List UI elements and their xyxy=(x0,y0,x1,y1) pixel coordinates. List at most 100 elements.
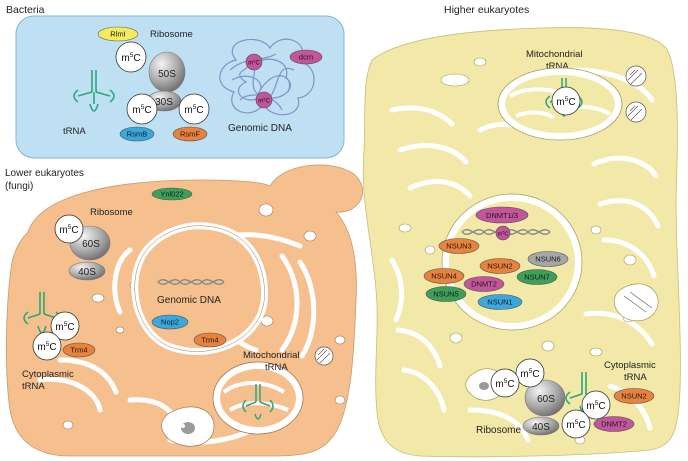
m5c-marker: m5C xyxy=(581,390,611,420)
enzyme-trm4-mito: Trm4 xyxy=(193,332,227,348)
m5c-marker: m5C xyxy=(551,86,581,116)
enzyme-nsun2-nuclear-label: NSUN2 xyxy=(487,262,512,271)
bacteria-50s-label: 50S xyxy=(158,69,176,80)
enzyme-nsun2-cyto: NSUN2 xyxy=(613,388,655,404)
enzyme-rsmf: RsmF xyxy=(172,126,208,142)
bacteria-ribosome-label: Ribosome xyxy=(150,29,193,40)
enzyme-nsun6-label: NSUN6 xyxy=(535,255,560,264)
enzyme-rsmf-label: RsmF xyxy=(180,130,200,139)
enzyme-rlmi: RlmI xyxy=(97,26,139,42)
m5c-marker: m5C xyxy=(126,93,158,125)
svg-text:m5C: m5C xyxy=(132,104,151,116)
m5c-marker: m5C xyxy=(495,225,511,241)
svg-text:m5C: m5C xyxy=(184,104,203,116)
higher-ribosome-label: Ribosome xyxy=(476,425,521,436)
svg-text:m5C: m5C xyxy=(520,368,539,380)
higher-title: Higher eukaryotes xyxy=(444,4,529,16)
m5c-marker: m5C xyxy=(54,214,84,244)
enzyme-dnmt2-cyto: DNMT2 xyxy=(593,416,635,432)
svg-text:m5C: m5C xyxy=(495,378,514,390)
bacteria-panel: Bacteria RlmI Ribosome 50S 30S m5C m5C m… xyxy=(6,4,345,159)
svg-text:m5C: m5C xyxy=(248,59,260,67)
enzyme-nsun6: NSUN6 xyxy=(527,251,569,267)
m5c-marker: m5C xyxy=(561,409,591,439)
lower-eukaryotes-panel: Lower eukaryotes (fungi) xyxy=(5,164,364,457)
enzyme-dnmt2-nuclear: DNMT2 xyxy=(463,276,505,292)
m5c-marker: m5C xyxy=(32,331,62,361)
svg-text:m5C: m5C xyxy=(55,321,74,333)
enzyme-dcm-label: dcm xyxy=(299,53,313,62)
higher-mito-trna-label-2: tRNA xyxy=(546,61,569,72)
fungi-ribosome-label: Ribosome xyxy=(90,207,133,218)
enzyme-nsun3-label: NSUN3 xyxy=(446,242,471,251)
enzyme-dnmt2-cyto-label: DNMT2 xyxy=(601,420,627,429)
svg-text:m5C: m5C xyxy=(498,230,509,238)
fungi-mito-trna-label-2: tRNA xyxy=(265,362,288,373)
enzyme-nsun7-label: NSUN7 xyxy=(524,273,549,282)
higher-cyto-trna-label-1: Cytoplasmic xyxy=(604,360,656,371)
fungi-60s-label: 60S xyxy=(82,239,100,250)
enzyme-nsun7: NSUN7 xyxy=(516,269,558,285)
svg-text:m5C: m5C xyxy=(566,419,585,431)
fungi-genomic-dna-label: Genomic DNA xyxy=(157,295,221,306)
higher-60s-label: 60S xyxy=(537,394,555,405)
enzyme-nop2-label: Nop2 xyxy=(161,318,179,327)
svg-text:m5C: m5C xyxy=(121,52,140,64)
bacteria-trna-label: tRNA xyxy=(63,126,86,137)
enzyme-nsun3: NSUN3 xyxy=(438,238,480,254)
fungi-peroxisome-icon xyxy=(314,346,334,366)
m5c-marker: m5C xyxy=(245,53,263,71)
enzyme-trm4-mito-label: Trm4 xyxy=(201,336,218,345)
fungi-cyto-trna-label-1: Cytoplasmic xyxy=(22,369,74,380)
higher-ribosome: 60S 40S xyxy=(522,379,566,436)
fungi-title-line2: (fungi) xyxy=(5,181,33,192)
svg-text:m5C: m5C xyxy=(586,400,605,412)
fungi-nucleus xyxy=(131,222,269,355)
svg-text:m5C: m5C xyxy=(37,341,56,353)
bacteria-trna-icon xyxy=(73,70,115,112)
m5c-marker: m5C xyxy=(50,311,80,341)
enzyme-dnmt1-3-label: DNMT1/3 xyxy=(486,211,518,220)
fungi-ribosome: 60S 40S xyxy=(68,225,111,281)
enzyme-nsun5-label: NSUN5 xyxy=(433,290,458,299)
enzyme-dnmt2-nuclear-label: DNMT2 xyxy=(471,280,497,289)
fungi-mito-trna-label-1: Mitochondrial xyxy=(243,350,300,361)
higher-cyto-trna-label-2: tRNA xyxy=(624,372,647,383)
higher-eukaryotes-panel: Higher eukaryotes xyxy=(362,4,681,458)
fungi-dna-helix xyxy=(157,279,225,285)
enzyme-nsun2-cyto-label: NSUN2 xyxy=(621,392,646,401)
enzyme-nsun1: NSUN1 xyxy=(477,294,523,310)
bacteria-genomic-dna-label: Genomic DNA xyxy=(228,123,292,134)
enzyme-nsun4: NSUN4 xyxy=(423,268,465,284)
higher-mito-trna-label-1: Mitochondrial xyxy=(526,49,583,60)
m5c-marker: m5C xyxy=(515,358,545,388)
enzyme-nsun4-label: NSUN4 xyxy=(431,272,456,281)
higher-lysosome xyxy=(613,283,659,322)
higher-peroxisome-icon xyxy=(625,65,647,87)
enzyme-nsun5: NSUN5 xyxy=(425,286,467,302)
svg-text:m5C: m5C xyxy=(59,224,78,236)
enzyme-rlmi-label: RlmI xyxy=(110,30,125,39)
bacteria-30s-label: 30S xyxy=(155,97,173,108)
svg-text:m5C: m5C xyxy=(556,96,575,108)
enzyme-rsmb: RsmB xyxy=(119,126,155,142)
m5c-marker: m5C xyxy=(255,91,273,109)
bacteria-cell xyxy=(15,15,345,159)
fungi-40s-label: 40S xyxy=(78,267,96,278)
enzyme-nsun1-label: NSUN1 xyxy=(487,298,512,307)
fungi-mitochondrion xyxy=(212,361,304,435)
higher-40s-label: 40S xyxy=(532,422,550,433)
enzyme-rsmb-label: RsmB xyxy=(127,130,147,139)
fungi-title-line1: Lower eukaryotes xyxy=(5,168,84,179)
m5c-marker: m5C xyxy=(178,93,210,125)
enzyme-trm4-cyto-label: Trm4 xyxy=(70,346,87,355)
m5c-marker: m5C xyxy=(490,368,520,398)
svg-text:m5C: m5C xyxy=(258,97,270,105)
fungi-cyto-trna-label-2: tRNA xyxy=(22,381,45,392)
fungi-mito-trna-icon xyxy=(242,384,274,420)
enzyme-nsun2-nuclear: NSUN2 xyxy=(479,258,521,274)
enzyme-dcm: dcm xyxy=(289,49,323,65)
enzyme-trm4-cyto: Trm4 xyxy=(62,342,96,358)
enzyme-nop2: Nop2 xyxy=(151,314,189,330)
